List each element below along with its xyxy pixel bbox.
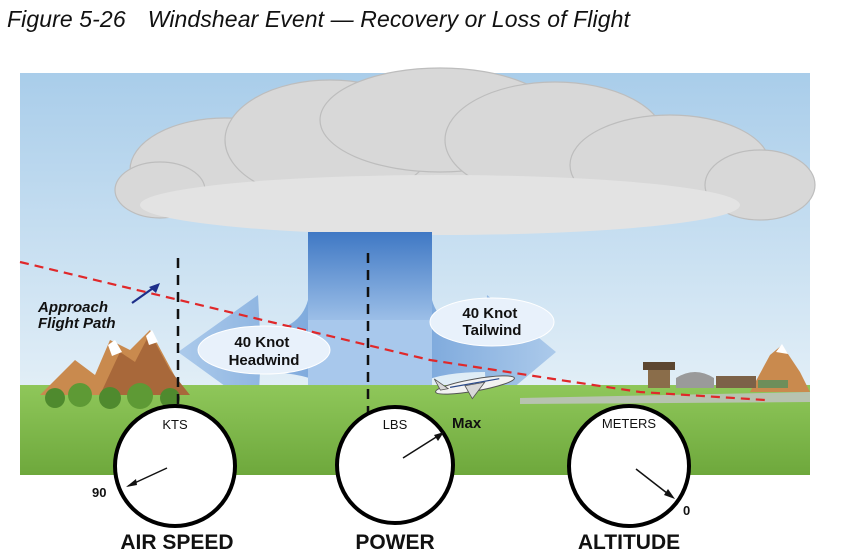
altitude-reading: 0 (683, 503, 690, 518)
power-gauge: LBS Max (335, 405, 482, 525)
runway-strip (520, 392, 810, 404)
tailwind-label-line2: Tailwind (463, 322, 522, 339)
airspeed-gauge: KTS 90 (92, 404, 237, 528)
approach-arrow (131, 283, 160, 304)
figure-caption: Windshear Event — Recovery or Loss of Fl… (147, 6, 630, 32)
aircraft (433, 375, 515, 400)
tailwind-label-line1: 40 Knot (462, 305, 517, 322)
figure-title: Figure 5-26 Windshear Event — Recovery or… (7, 6, 630, 33)
figure-number: Figure 5-26 (7, 6, 126, 32)
storm-cloud (114, 67, 816, 235)
headwind-bubble (197, 325, 331, 375)
power-reading: Max (452, 415, 482, 432)
flight-path (19, 260, 766, 402)
altitude-unit: METERS (602, 416, 657, 431)
headwind-label-line2: Headwind (229, 352, 300, 369)
power-caption: POWER (355, 531, 434, 554)
left-mountains (40, 330, 190, 409)
airspeed-caption: AIR SPEED (120, 531, 233, 554)
approach-label: Approach Flight Path (37, 299, 116, 332)
approach-label-line2: Flight Path (38, 315, 116, 332)
power-unit: LBS (383, 417, 408, 432)
airspeed-reading: 90 (92, 485, 106, 500)
altitude-gauge: METERS 0 (567, 404, 691, 528)
headwind-label: 40 Knot Headwind (229, 334, 300, 369)
airspeed-unit: KTS (162, 417, 188, 432)
tailwind-bubble (429, 297, 555, 347)
altitude-caption: ALTITUDE (578, 531, 680, 554)
headwind-label-line1: 40 Knot (234, 334, 289, 351)
power-needle (402, 433, 442, 459)
approach-label-line1: Approach (37, 299, 108, 316)
tailwind-label: 40 Knot Tailwind (462, 305, 521, 339)
airport-buildings (643, 362, 788, 388)
